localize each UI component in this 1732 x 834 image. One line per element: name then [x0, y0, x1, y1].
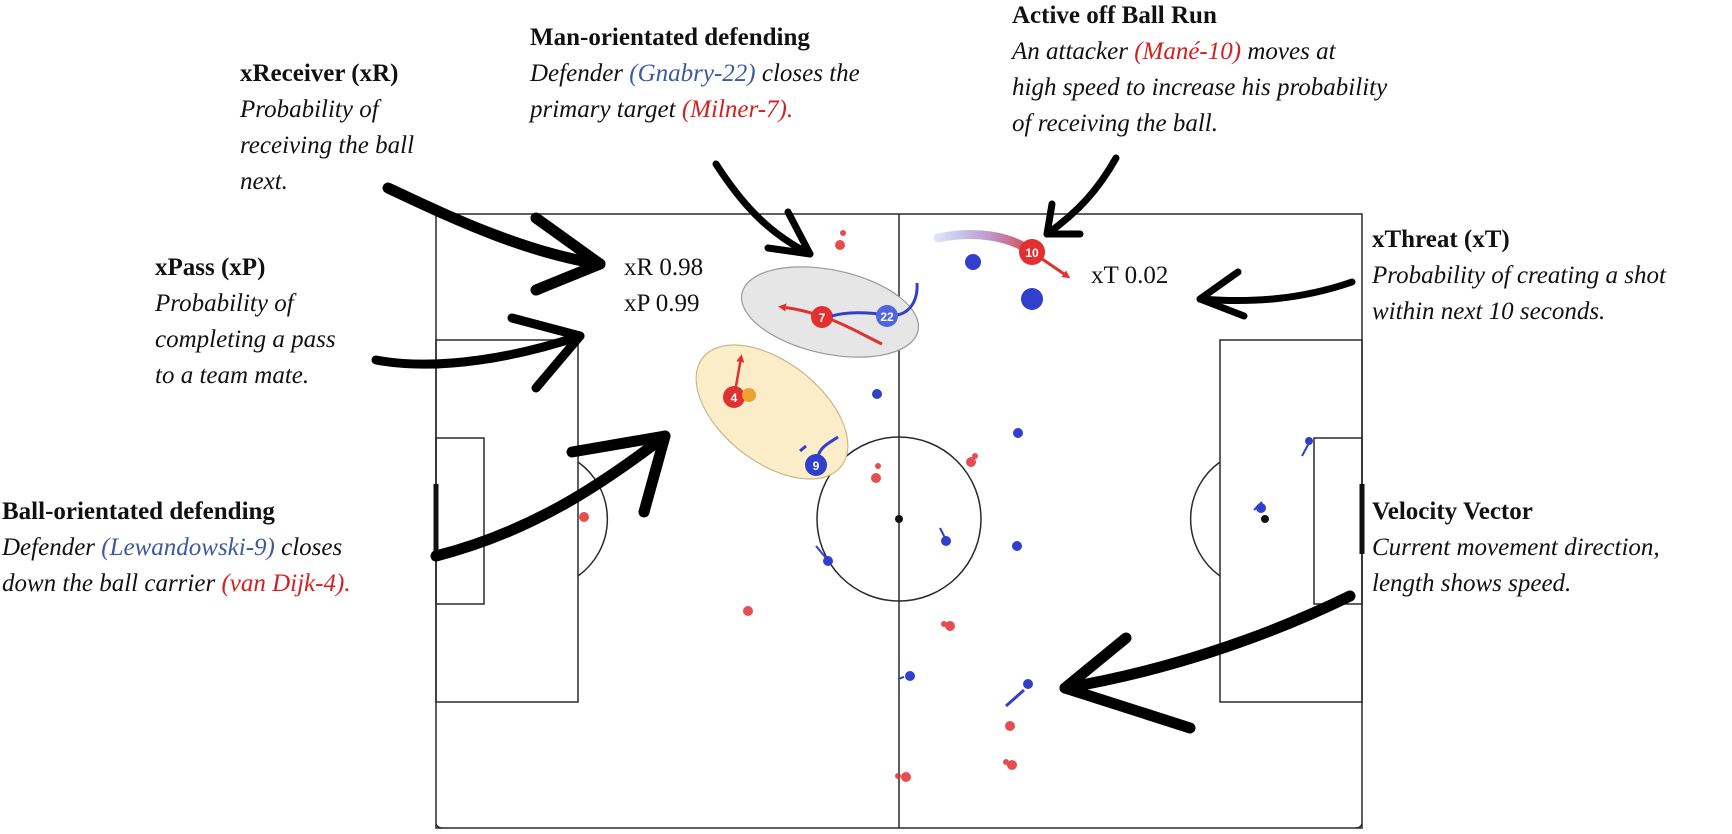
- velocity-annotation: Velocity Vector Current movement directi…: [1372, 494, 1660, 602]
- milner-name: (Milner-7).: [681, 96, 794, 123]
- xr-value: xR 0.98: [624, 254, 704, 281]
- velocity-line: Current movement direction,: [1372, 534, 1660, 561]
- blue-player: [1013, 428, 1023, 438]
- velocity-title: Velocity Vector: [1372, 498, 1533, 525]
- xthreat-line: within next 10 seconds.: [1372, 298, 1606, 325]
- off-ball-run-line: of receiving the ball.: [1012, 110, 1218, 137]
- xpass-line: completing a pass: [155, 326, 336, 353]
- ball: [742, 388, 756, 402]
- text-fragment: Defender: [2, 534, 102, 561]
- off-ball-run-line: high speed to increase his probability: [1012, 74, 1388, 101]
- xpass-title: xPass (xP): [155, 254, 266, 281]
- blue-player: [1012, 541, 1022, 551]
- off-ball-run-title: Active off Ball Run: [1012, 2, 1217, 29]
- player-9: [805, 454, 827, 476]
- red-player: [871, 473, 881, 483]
- text-fragment: down the ball carrier: [2, 570, 222, 597]
- gnabry-name: (Gnabry-22): [629, 60, 756, 87]
- blue-player: [965, 254, 981, 270]
- red-player: [1005, 721, 1015, 731]
- text-fragment: primary target: [530, 96, 682, 123]
- blue-team-players: [815, 254, 1313, 708]
- xreceiver-line: next.: [240, 168, 288, 195]
- xthreat-line: Probability of creating a shot: [1372, 262, 1666, 289]
- red-player: [945, 621, 955, 631]
- football-pitch: [433, 213, 1365, 829]
- xthreat-title: xThreat (xT): [1372, 226, 1510, 253]
- xp-value: xP 0.99: [624, 290, 700, 317]
- off-ball-run-annotation: Active off Ball Run An attacker (Mané-10…: [1012, 0, 1387, 142]
- xreceiver-annotation: xReceiver (xR) Probability of receiving …: [240, 56, 414, 200]
- text-fragment: closes the: [755, 60, 860, 87]
- red-team-players: [579, 230, 1017, 782]
- red-player: [835, 240, 845, 250]
- xpass-line: Probability of: [155, 290, 294, 317]
- xreceiver-title: xReceiver (xR): [240, 60, 399, 87]
- text-fragment: moves at: [1241, 38, 1336, 65]
- ball-defending-title: Ball-orientated defending: [2, 498, 275, 525]
- xreceiver-line: Probability of: [240, 96, 379, 123]
- red-player: [579, 512, 589, 522]
- mane-name: (Mané-10): [1134, 38, 1242, 65]
- xt-value: xT 0.02: [1091, 262, 1169, 289]
- blue-player: [1023, 679, 1033, 689]
- blue-player: [872, 389, 882, 399]
- ball-pressure-zone: [695, 344, 849, 480]
- ball-defending-annotation: Ball-orientated defending Defender (Lewa…: [2, 494, 351, 602]
- xpass-line: to a team mate.: [155, 362, 310, 389]
- player-22-label: 22: [880, 310, 894, 324]
- player-7: [811, 306, 833, 328]
- xthreat-annotation: xThreat (xT) Probability of creating a s…: [1372, 222, 1666, 330]
- player-7-label: 7: [819, 311, 826, 325]
- blue-player: [1021, 288, 1043, 310]
- man-defending-annotation: Man-orientated defending Defender (Gnabr…: [530, 20, 860, 128]
- player-4: [723, 386, 745, 408]
- red-player: [966, 457, 976, 467]
- blue-player: [823, 556, 833, 566]
- blue-player: [1256, 503, 1266, 513]
- player-10: [1019, 239, 1045, 265]
- curved-arrow-icon: [371, 154, 1356, 734]
- red-player: [743, 606, 753, 616]
- velocity-line: length shows speed.: [1372, 570, 1572, 597]
- man-defending-title: Man-orientated defending: [530, 24, 810, 51]
- blue-player: [941, 536, 951, 546]
- player-22: [876, 305, 898, 327]
- text-fragment: closes: [274, 534, 343, 561]
- blue-player: [1305, 437, 1313, 445]
- xreceiver-line: receiving the ball: [240, 132, 415, 159]
- xpass-annotation: xPass (xP) Probability of completing a p…: [155, 250, 336, 394]
- blue-player: [905, 671, 915, 681]
- player-4-label: 4: [731, 391, 738, 405]
- text-fragment: An attacker: [1012, 38, 1135, 65]
- red-player: [1007, 760, 1017, 770]
- text-fragment: Defender: [530, 60, 630, 87]
- red-player: [901, 772, 911, 782]
- player-10-label: 10: [1025, 246, 1039, 260]
- player-9-label: 9: [813, 459, 820, 473]
- van-dijk-name: (van Dijk-4).: [221, 570, 351, 597]
- lewandowski-name: (Lewandowski-9): [101, 534, 275, 561]
